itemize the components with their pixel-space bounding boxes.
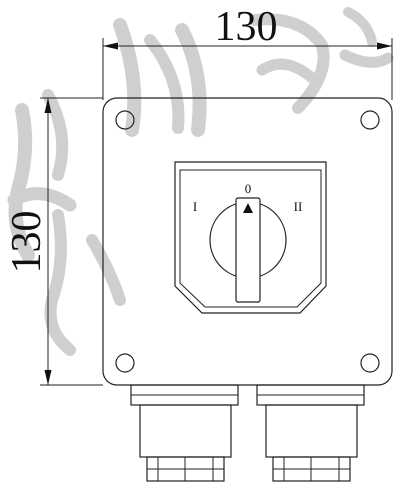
- width-dimension: 130: [102, 4, 393, 100]
- arrowhead-top: [44, 98, 52, 113]
- mounting-hole-bottom-right: [360, 353, 380, 373]
- gland-right-body: [265, 404, 358, 458]
- width-dimension-label: 130: [215, 4, 278, 50]
- arrowhead-right: [377, 42, 392, 50]
- mounting-hole-top-left: [115, 110, 135, 130]
- knob-pointer: [243, 203, 253, 213]
- arrowhead-bottom: [44, 370, 52, 385]
- height-dimension: 130: [4, 97, 103, 386]
- enclosure-outline: [102, 97, 393, 386]
- gland-left-body: [139, 404, 232, 458]
- position-label-two: II: [294, 199, 303, 214]
- cable-gland-left: [130, 384, 239, 482]
- position-label-one: I: [193, 199, 197, 214]
- enclosure: [102, 97, 393, 386]
- watermark: [7, 7, 394, 356]
- mounting-hole-top-right: [360, 110, 380, 130]
- switch-plate-outer: [174, 161, 327, 314]
- cable-gland-right: [256, 384, 365, 482]
- height-dimension-label: 130: [4, 211, 50, 274]
- mounting-hole-bottom-left: [115, 353, 135, 373]
- switch-plate-inner: [179, 169, 322, 308]
- position-label-off: 0: [245, 181, 252, 196]
- arrowhead-left: [103, 42, 118, 50]
- switch-plate: I 0 II: [174, 161, 327, 314]
- rotary-knob-handle: [235, 197, 261, 303]
